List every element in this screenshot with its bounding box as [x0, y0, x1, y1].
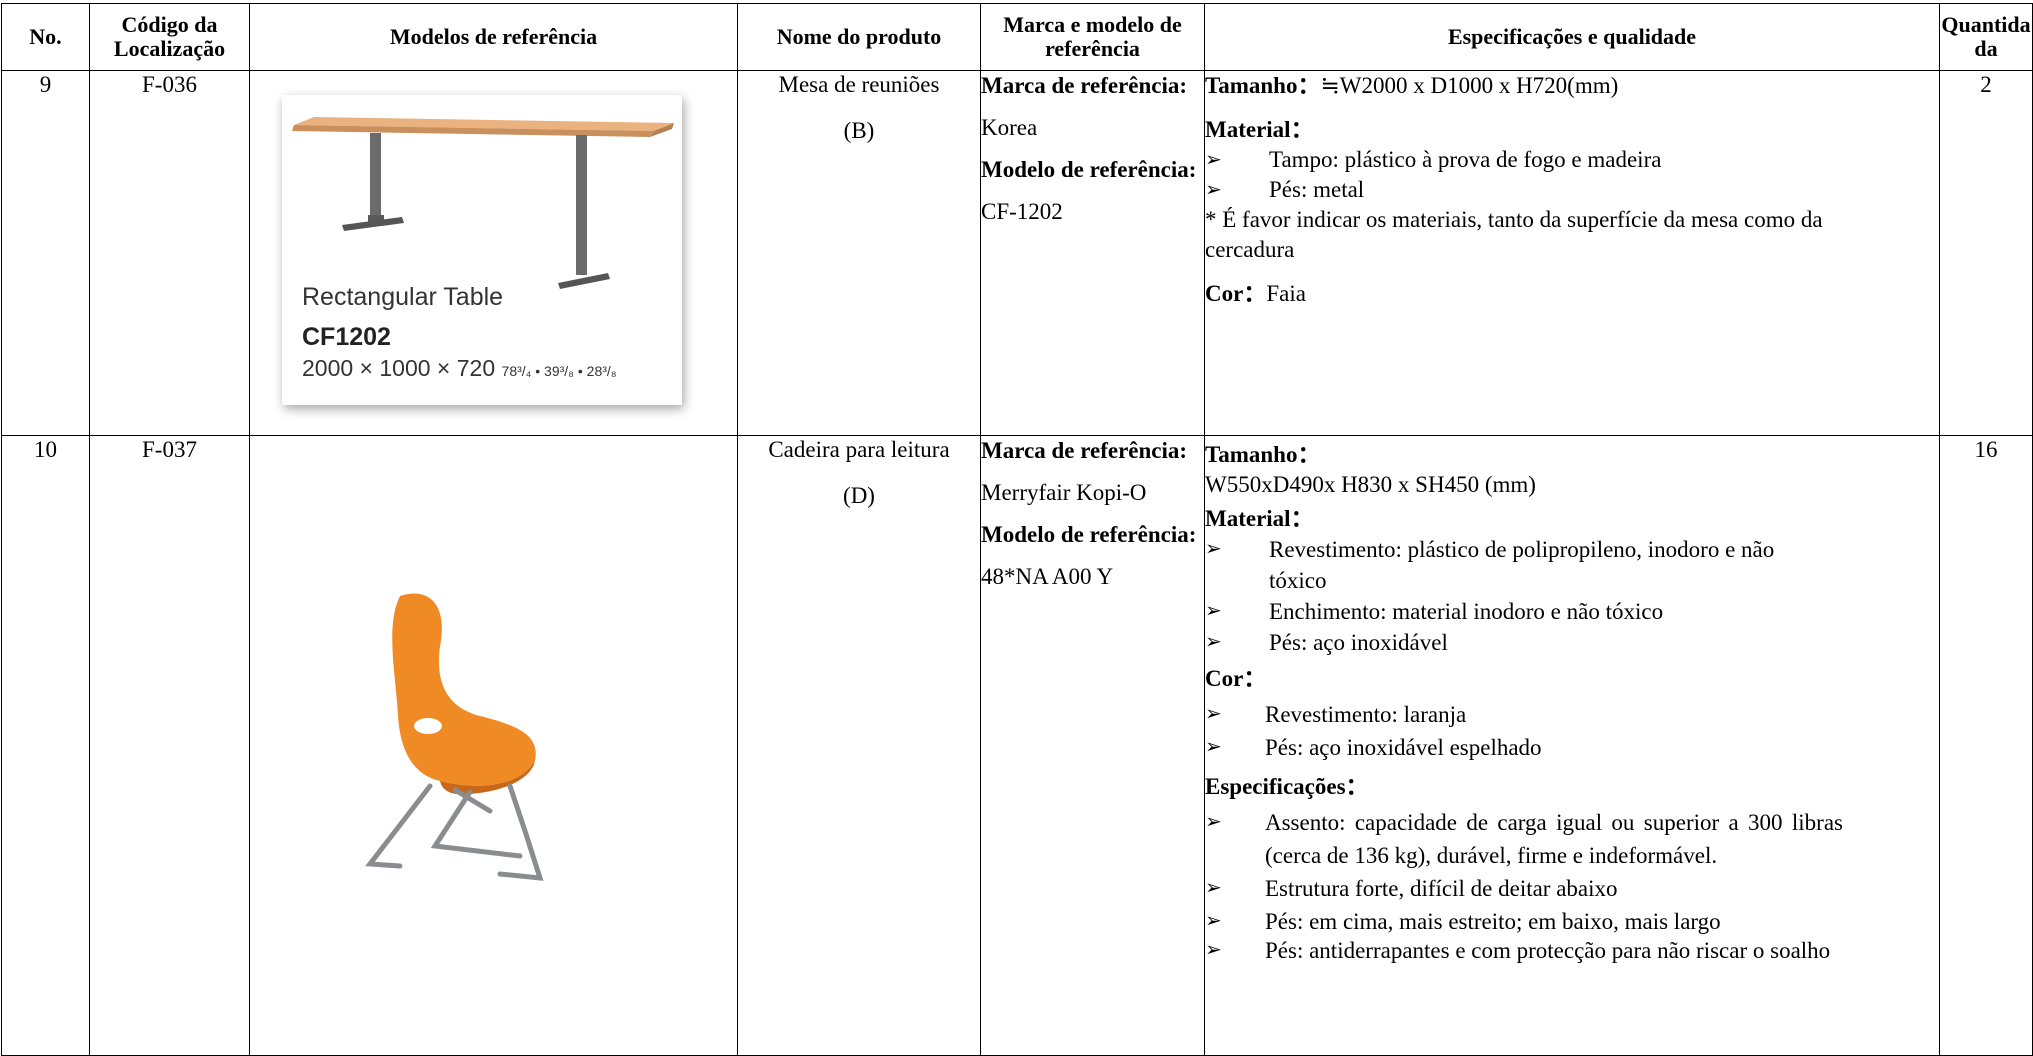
- product-spec-table: No. Código da Localização Modelos de ref…: [1, 3, 2033, 1056]
- specifications-list: ➢Assento: capacidade de carga igual ou s…: [1205, 806, 1939, 963]
- specifications-cell: Tamanho：≒W2000 x D1000 x H720(mm) Materi…: [1204, 70, 1940, 436]
- model-label: Modelo de referência:: [981, 157, 1197, 182]
- table-row: 10 F-037: [1, 435, 2033, 1056]
- arrow-bullet-icon: ➢: [1205, 600, 1222, 622]
- header-reference-models: Modelos de referência: [249, 3, 738, 71]
- product-name-cell: Mesa de reuniões (B): [737, 70, 981, 436]
- list-item: ➢Revestimento: laranja: [1205, 698, 1939, 731]
- list-item: ➢Assento: capacidade de carga igual ou s…: [1205, 806, 1939, 872]
- brand-model-cell: Marca de referência: Korea Modelo de ref…: [980, 70, 1205, 436]
- header-specifications: Especificações e qualidade: [1204, 3, 1940, 71]
- image-caption-dimensions: 2000 × 1000 × 720 78³/₄ • 39³/₈ • 28³/₈: [302, 355, 617, 381]
- list-item: ➢Revestimento: plástico de polipropileno…: [1205, 534, 1939, 596]
- arrow-bullet-icon: ➢: [1205, 703, 1222, 725]
- product-name: Mesa de reuniões: [778, 72, 940, 97]
- location-code: F-037: [89, 435, 250, 1056]
- material-label: Material：: [1205, 117, 1314, 142]
- material-list: ➢Revestimento: plástico de polipropileno…: [1205, 534, 1939, 658]
- arrow-bullet-icon: ➢: [1205, 149, 1222, 171]
- size-label: Tamanho：: [1205, 442, 1321, 467]
- reading-chair-image: [360, 586, 590, 886]
- header-product-name: Nome do produto: [737, 3, 981, 71]
- specifications-label: Especificações：: [1205, 774, 1369, 799]
- reference-image-cell: Rectangular Table CF1202 2000 × 1000 × 7…: [249, 70, 738, 436]
- color-value: Faia: [1266, 281, 1306, 306]
- arrow-bullet-icon: ➢: [1205, 179, 1222, 201]
- color-label: Cor：: [1205, 666, 1267, 691]
- header-no: No.: [1, 3, 90, 71]
- model-value: CF-1202: [981, 199, 1063, 224]
- row-number: 10: [1, 435, 90, 1056]
- brand-label: Marca de referência:: [981, 73, 1188, 98]
- reference-image-cell: [249, 435, 738, 1056]
- quantity: 16: [1939, 435, 2033, 1056]
- list-item: ➢Enchimento: material inodoro e não tóxi…: [1205, 596, 1939, 627]
- header-location-code: Código da Localização: [89, 3, 250, 71]
- material-label: Material：: [1205, 506, 1314, 531]
- size-value: W550xD490x H830 x SH450 (mm): [1205, 472, 1536, 497]
- product-name: Cadeira para leitura: [768, 437, 950, 462]
- list-item: ➢Pés: aço inoxidável espelhado: [1205, 731, 1939, 764]
- header-row: No. Código da Localização Modelos de ref…: [1, 3, 2033, 71]
- product-variant: (D): [843, 483, 875, 508]
- arrow-bullet-icon: ➢: [1205, 736, 1222, 758]
- arrow-bullet-icon: ➢: [1205, 939, 1222, 961]
- list-item: ➢Pés: antiderrapantes e com protecção pa…: [1205, 938, 1831, 963]
- brand-model-cell: Marca de referência: Merryfair Kopi-O Mo…: [980, 435, 1205, 1056]
- brand-value: Korea: [981, 115, 1038, 140]
- arrow-bullet-icon: ➢: [1205, 910, 1222, 932]
- arrow-bullet-icon: ➢: [1205, 538, 1222, 560]
- color-list: ➢Revestimento: laranja ➢Pés: aço inoxidá…: [1205, 698, 1939, 764]
- brand-label: Marca de referência:: [981, 438, 1188, 463]
- product-name-cell: Cadeira para leitura (D): [737, 435, 981, 1056]
- product-variant: (B): [843, 118, 875, 143]
- list-item: ➢Pés: aço inoxidável: [1205, 627, 1939, 658]
- model-value: 48*NA A00 Y: [981, 564, 1114, 589]
- quantity: 2: [1939, 70, 2033, 436]
- size-label: Tamanho：: [1205, 73, 1321, 98]
- table-row: 9 F-036 Rectangular Table CF1202: [1, 70, 2033, 436]
- model-label: Modelo de referência:: [981, 522, 1197, 547]
- chair-illustration: [365, 593, 544, 881]
- list-item: ➢Pés: em cima, mais estreito; em baixo, …: [1205, 905, 1939, 938]
- table-illustration: [292, 117, 674, 289]
- arrow-bullet-icon: ➢: [1205, 877, 1222, 899]
- size-value: ≒W2000 x D1000 x H720(mm): [1320, 73, 1619, 98]
- arrow-bullet-icon: ➢: [1205, 811, 1222, 833]
- list-item: ➢Pés: metal: [1205, 175, 1939, 205]
- location-code: F-036: [89, 70, 250, 436]
- image-caption-title: Rectangular Table: [302, 283, 504, 311]
- list-item: ➢Estrutura forte, difícil de deitar abai…: [1205, 872, 1939, 905]
- image-caption-model: CF1202: [302, 323, 391, 351]
- meeting-table-image: Rectangular Table CF1202 2000 × 1000 × 7…: [282, 95, 682, 405]
- material-note: * É favor indicar os materiais, tanto da…: [1205, 207, 1823, 262]
- row-number: 9: [1, 70, 90, 436]
- material-list: ➢Tampo: plástico à prova de fogo e madei…: [1205, 145, 1939, 205]
- list-item: ➢Tampo: plástico à prova de fogo e madei…: [1205, 145, 1939, 175]
- header-brand-model: Marca e modelo de referência: [980, 3, 1205, 71]
- arrow-bullet-icon: ➢: [1205, 631, 1222, 653]
- header-quantity: Quantida da: [1939, 3, 2033, 71]
- specifications-cell: Tamanho： W550xD490x H830 x SH450 (mm) Ma…: [1204, 435, 1940, 1056]
- color-label: Cor：: [1205, 281, 1267, 306]
- brand-value: Merryfair Kopi-O: [981, 480, 1147, 505]
